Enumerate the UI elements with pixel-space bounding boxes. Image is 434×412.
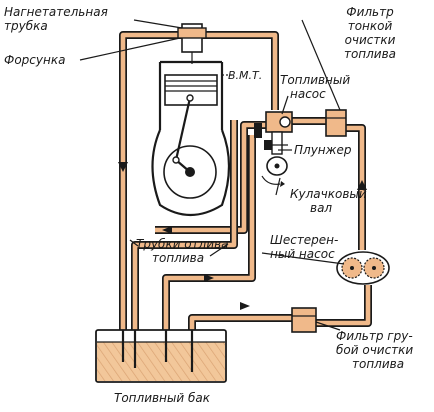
label-fuel-pump-line2: насос [290,87,326,101]
arrow-up-right [357,180,367,190]
label-fine-filter-line3: очистки [345,33,396,47]
arrow-return-pipe [204,274,214,282]
fine-filter [325,109,347,137]
label-coarse-filter-line2: бой очистки [336,343,413,357]
coarse-filter [291,307,317,333]
labels: Нагнетательная трубка Форсунка В.М.Т. Фи… [4,5,413,405]
label-return-pipes-line2: топлива [152,251,204,265]
pipe-network [119,31,372,330]
label-tdc: В.М.Т. [228,69,262,82]
label-camshaft-line1: Кулачковый [290,187,367,201]
camshaft [261,156,288,187]
gear-pump [336,251,390,285]
label-injection-pipe-line2: трубка [4,19,48,33]
label-gear-pump-line2: ный насос [270,247,335,261]
arrow-to-coarse [240,302,250,310]
arrow-down-left [118,162,128,172]
label-fine-filter-line2: тонкой [348,19,393,33]
label-coarse-filter-line3: топлива [352,357,404,371]
label-injector: Форсунка [4,53,65,67]
label-fine-filter-line4: топлива [344,47,396,61]
injection-pipe [119,31,279,330]
fuel-pump [261,111,293,187]
return-pipe-inner [131,120,238,330]
leader-lines [79,19,345,331]
label-injection-pipe-line1: Нагнетательная [4,5,108,19]
arrow-left-return [162,226,172,234]
tank-to-coarse-filter-pipe [188,314,372,330]
flow-arrows [118,162,367,310]
label-return-pipes-line1: Трубки отлива [136,237,229,251]
label-camshaft-line2: вал [310,201,332,215]
injector [177,23,207,64]
fine-filter-to-gear-pump-pipe [344,124,372,318]
label-plunger: Плунжер [294,143,352,157]
label-fine-filter-line1: Фильтр [346,5,394,19]
label-coarse-filter-line1: Фильтр гру- [336,329,413,343]
fuel-tank [95,329,227,383]
crankcase [151,94,231,216]
plunger [266,131,288,155]
label-fuel-tank: Топливный бак [114,391,211,405]
label-gear-pump-line1: Шестерен- [270,233,338,247]
engine [151,23,232,220]
label-fuel-pump-line1: Топливный [280,73,350,87]
